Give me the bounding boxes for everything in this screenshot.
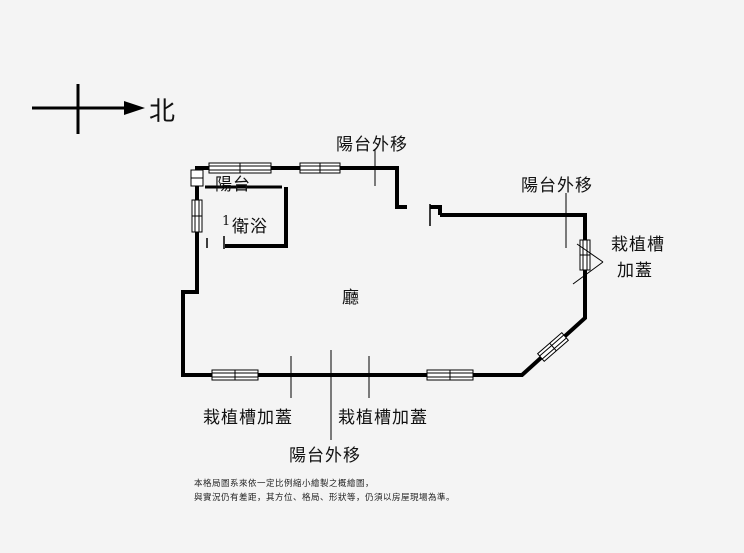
window-top-balcony (208, 162, 272, 174)
planter-right-label-2: 加蓋 (617, 261, 653, 281)
disclaimer-line-1: 本格局圖系來依一定比例縮小繪製之概繪圖， (194, 479, 375, 489)
planter-bottom-left-label: 栽植槽加蓋 (203, 408, 293, 428)
leader-lines (290, 150, 604, 440)
window-left-bath (191, 199, 203, 233)
window-diagonal (536, 332, 570, 362)
hall-label: 廳 (342, 288, 360, 308)
balcony-ext-right-label: 陽台外移 (521, 176, 593, 196)
window-top-hall (299, 162, 341, 174)
window-right (579, 239, 591, 271)
planter-bottom-right-label: 栽植槽加蓋 (338, 408, 428, 428)
balcony-small-label: 陽台 (215, 175, 251, 195)
planter-right-label-1: 栽植槽 (611, 235, 665, 255)
outer-walls (181, 166, 587, 377)
window-bottom-left (211, 369, 259, 381)
windows (190, 162, 591, 381)
bathroom-number-label: 1 (222, 214, 232, 229)
disclaimer-line-2: 與實況仍有差距，其方位、格局、形狀等，仍須以房屋現場為準。 (194, 493, 456, 503)
window-corner (190, 169, 204, 187)
window-bottom-right (426, 369, 474, 381)
balcony-ext-top-label: 陽台外移 (336, 135, 408, 155)
balcony-ext-bottom-label: 陽台外移 (289, 446, 361, 466)
bathroom-label: 衛浴 (232, 217, 268, 237)
compass-arrow-icon (32, 84, 145, 134)
bathroom-door-marks (206, 204, 431, 249)
compass-north-label: 北 (149, 97, 177, 127)
